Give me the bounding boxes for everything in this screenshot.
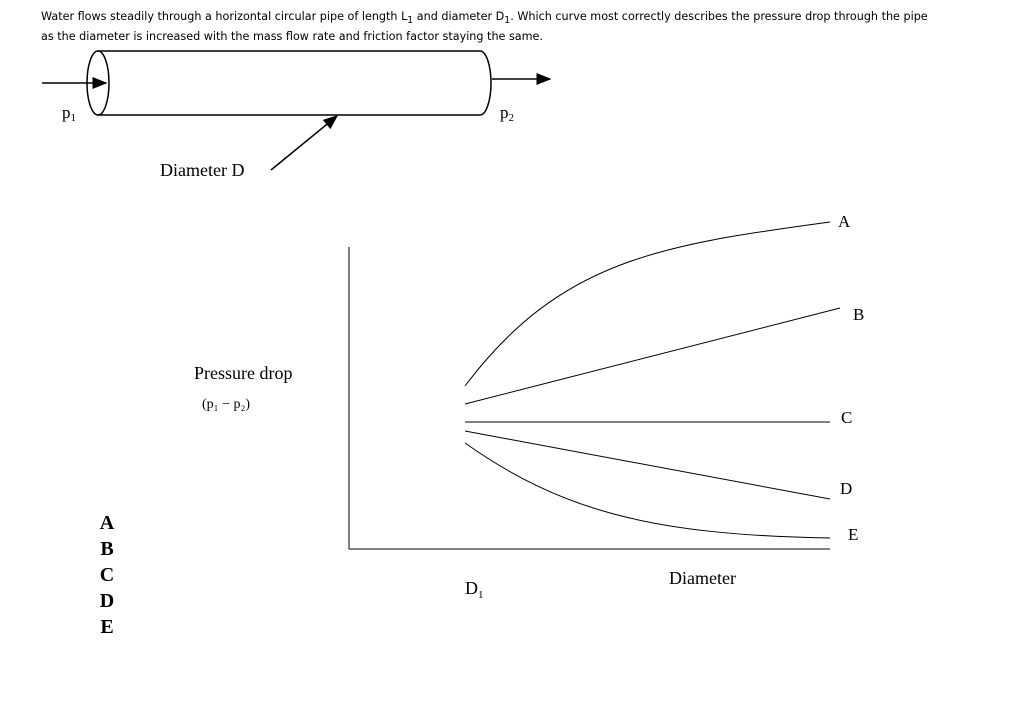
curve-a <box>464 221 831 387</box>
curve-label-b: B <box>853 305 864 324</box>
curve-d <box>464 430 831 500</box>
curve-label-e: E <box>848 525 858 544</box>
pipe-outlet-end <box>479 50 492 116</box>
option-a[interactable]: A <box>99 512 115 534</box>
x-tick-d1: D1 <box>465 578 484 601</box>
curve-label-d: D <box>840 479 852 498</box>
outlet-pressure-label: p2 <box>500 103 514 124</box>
curve-e <box>464 442 831 539</box>
y-axis-label: Pressure drop <box>194 363 292 383</box>
option-e[interactable]: E <box>100 616 114 638</box>
x-axis-label: Diameter <box>669 568 736 588</box>
option-b[interactable]: B <box>100 538 114 560</box>
question-text: Water flows steadily through a horizonta… <box>41 10 928 44</box>
y-axis-sublabel: (p₁ − p₂) <box>202 397 250 412</box>
inlet-pressure-label: p1 <box>62 103 76 124</box>
diameter-pointer-arrow <box>270 115 339 171</box>
option-c[interactable]: C <box>99 564 115 586</box>
pipe <box>86 50 492 116</box>
option-d[interactable]: D <box>99 590 115 612</box>
curve-label-c: C <box>841 408 852 427</box>
answer-options: A B C D E <box>96 510 118 640</box>
curve-label-a: A <box>838 212 851 231</box>
curve-b <box>464 307 841 405</box>
diameter-label: Diameter D <box>160 160 244 180</box>
